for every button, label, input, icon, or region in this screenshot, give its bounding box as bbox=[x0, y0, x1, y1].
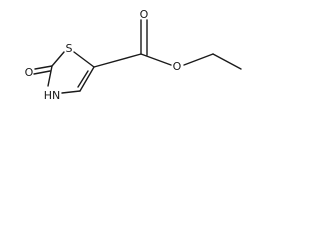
atom-label-ester-carbonyl-oxygen: O bbox=[140, 8, 149, 21]
bond-ch2-ch3 bbox=[212, 53, 242, 70]
bond-o-ch2 bbox=[183, 53, 214, 66]
bond-s-c2 bbox=[51, 51, 65, 67]
bond-c5-c4 bbox=[79, 66, 95, 92]
atom-label-ring-carbonyl-oxygen: O bbox=[25, 66, 34, 79]
bond-c2-o-2 bbox=[33, 70, 51, 75]
bond-c2-o-1 bbox=[34, 65, 53, 70]
chemical-structure-diagram: S O HN O O bbox=[25, 8, 242, 102]
bond-c4-n bbox=[61, 90, 81, 94]
atom-label-ring-nitrogen: HN bbox=[44, 89, 61, 102]
bond-n-c2 bbox=[47, 65, 53, 87]
atom-label-sulfur: S bbox=[66, 42, 73, 55]
bond-s-c5 bbox=[73, 51, 95, 68]
atom-label-ester-ether-oxygen: O bbox=[173, 60, 182, 73]
bond-ester-c-o-single bbox=[140, 53, 172, 66]
bond-c5-ester-carbon bbox=[93, 53, 142, 68]
bond-c5-c4-double bbox=[77, 70, 89, 88]
